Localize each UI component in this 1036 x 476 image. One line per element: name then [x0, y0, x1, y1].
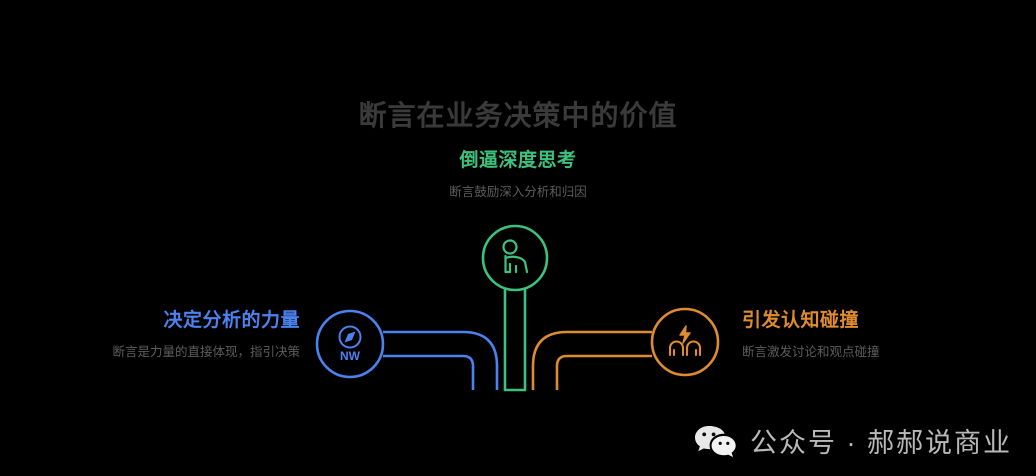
branch-right-orange — [531, 307, 720, 390]
left-node-circle — [315, 309, 385, 379]
node-top-title: 倒逼深度思考 — [459, 150, 577, 171]
node-top-description: 断言鼓励深入分析和归因 — [449, 184, 587, 199]
compass-nw-icon — [338, 325, 362, 349]
node-left-description: 断言是力量的直接体现，指引决策 — [112, 344, 300, 359]
watermark: 公众号 · 郝郝说商业 — [694, 421, 1012, 460]
branch-top-green — [481, 224, 549, 392]
node-label-top: 倒逼深度思考 断言鼓励深入分析和归因 — [0, 150, 1036, 200]
node-label-left: 决定分析的力量 断言是力量的直接体现，指引决策 — [0, 310, 300, 360]
thinker-person-icon — [502, 239, 529, 274]
top-node-circle — [481, 224, 549, 292]
watermark-text: 公众号 · 郝郝说商业 — [750, 428, 1012, 458]
page-title: 断言在业务决策中的价值 — [358, 100, 678, 131]
node-right-description: 断言激发讨论和观点碰撞 — [742, 344, 880, 359]
two-people-lightning-icon — [668, 325, 702, 357]
branch-left-blue: NW — [315, 309, 499, 390]
compass-direction-label: NW — [340, 349, 361, 363]
wechat-icon — [694, 424, 736, 458]
right-node-circle — [650, 307, 720, 377]
node-left-title: 决定分析的力量 — [163, 310, 300, 331]
node-label-right: 引发认知碰撞 断言激发讨论和观点碰撞 — [742, 310, 1036, 360]
node-right-title: 引发认知碰撞 — [742, 310, 860, 331]
